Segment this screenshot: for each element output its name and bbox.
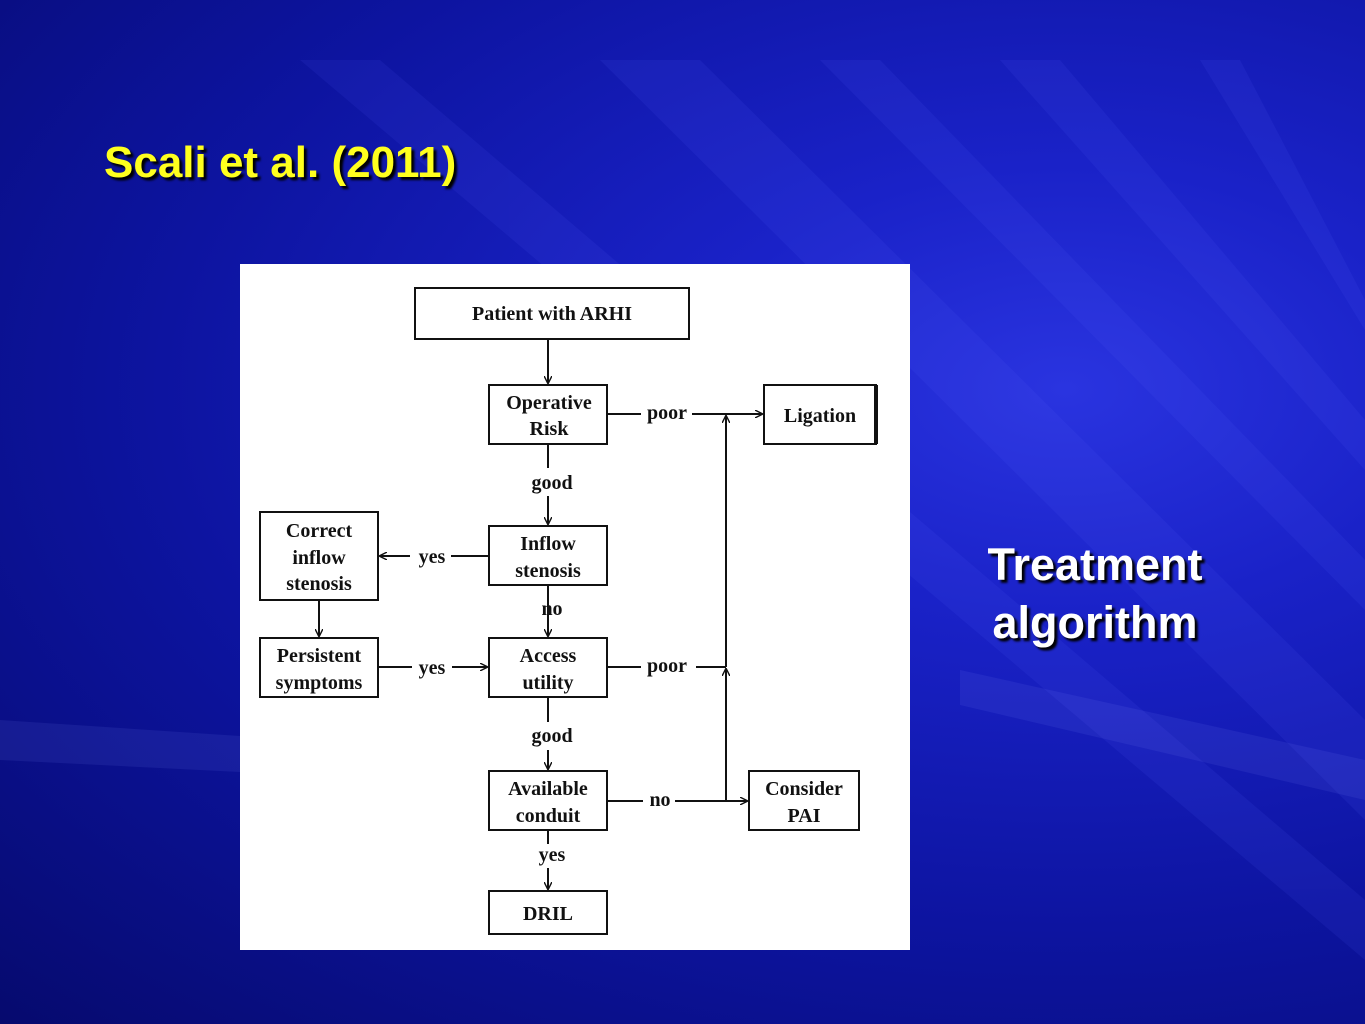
node-label-correct-inflow: stenosis — [286, 573, 352, 595]
slide-title: Scali et al. (2011) — [104, 138, 457, 187]
edge-label-access-poor: poor — [647, 655, 687, 677]
node-label-consider-pai: PAI — [788, 805, 821, 827]
node-label-consider-pai: Consider — [765, 778, 843, 800]
node-label-available-conduit: conduit — [516, 805, 581, 827]
node-label-dril: DRIL — [523, 903, 573, 925]
node-label-available-conduit: Available — [508, 778, 588, 800]
node-label-correct-inflow: inflow — [292, 547, 346, 569]
node-box-correct-inflow — [259, 511, 379, 601]
node-label-access-utility: utility — [522, 672, 573, 694]
node-box-ligation — [763, 384, 877, 445]
node-label-inflow-stenosis: Inflow — [520, 533, 576, 555]
edge-label-persistent-yes: yes — [419, 657, 446, 679]
node-box-persistent — [259, 637, 379, 698]
node-box-patient — [414, 287, 690, 340]
node-label-persistent: symptoms — [276, 672, 363, 694]
edge-label-risk-poor: poor — [647, 402, 687, 424]
side-caption-line: algorithm — [992, 597, 1198, 648]
node-label-access-utility: Access — [520, 645, 577, 667]
edge-label-inflow-no: no — [541, 598, 562, 620]
node-label-correct-inflow: Correct — [286, 520, 353, 542]
side-caption: Treatment algorithm — [955, 536, 1235, 652]
node-label-operative-risk: Operative — [506, 392, 592, 414]
node-label-persistent: Persistent — [277, 645, 362, 667]
node-box-consider-pai — [748, 770, 860, 831]
edge-label-conduit-no: no — [649, 789, 670, 811]
treatment-flowchart: Patient with ARHI Operative Risk Ligatio… — [259, 287, 878, 935]
edge-label-inflow-yes: yes — [419, 546, 446, 568]
node-label-operative-risk: Risk — [530, 418, 570, 440]
edge-label-access-good: good — [531, 725, 572, 747]
edge-label-risk-good: good — [531, 472, 572, 494]
node-label-inflow-stenosis: stenosis — [515, 560, 581, 582]
node-box-dril — [488, 890, 608, 935]
node-label-ligation: Ligation — [784, 405, 856, 427]
flowchart-panel: Patient with ARHI Operative Risk Ligatio… — [240, 264, 910, 950]
node-box-operative-risk — [488, 384, 608, 445]
side-caption-line: Treatment — [987, 539, 1203, 590]
node-label-patient: Patient with ARHI — [472, 303, 632, 325]
edge-label-conduit-yes: yes — [539, 844, 566, 866]
